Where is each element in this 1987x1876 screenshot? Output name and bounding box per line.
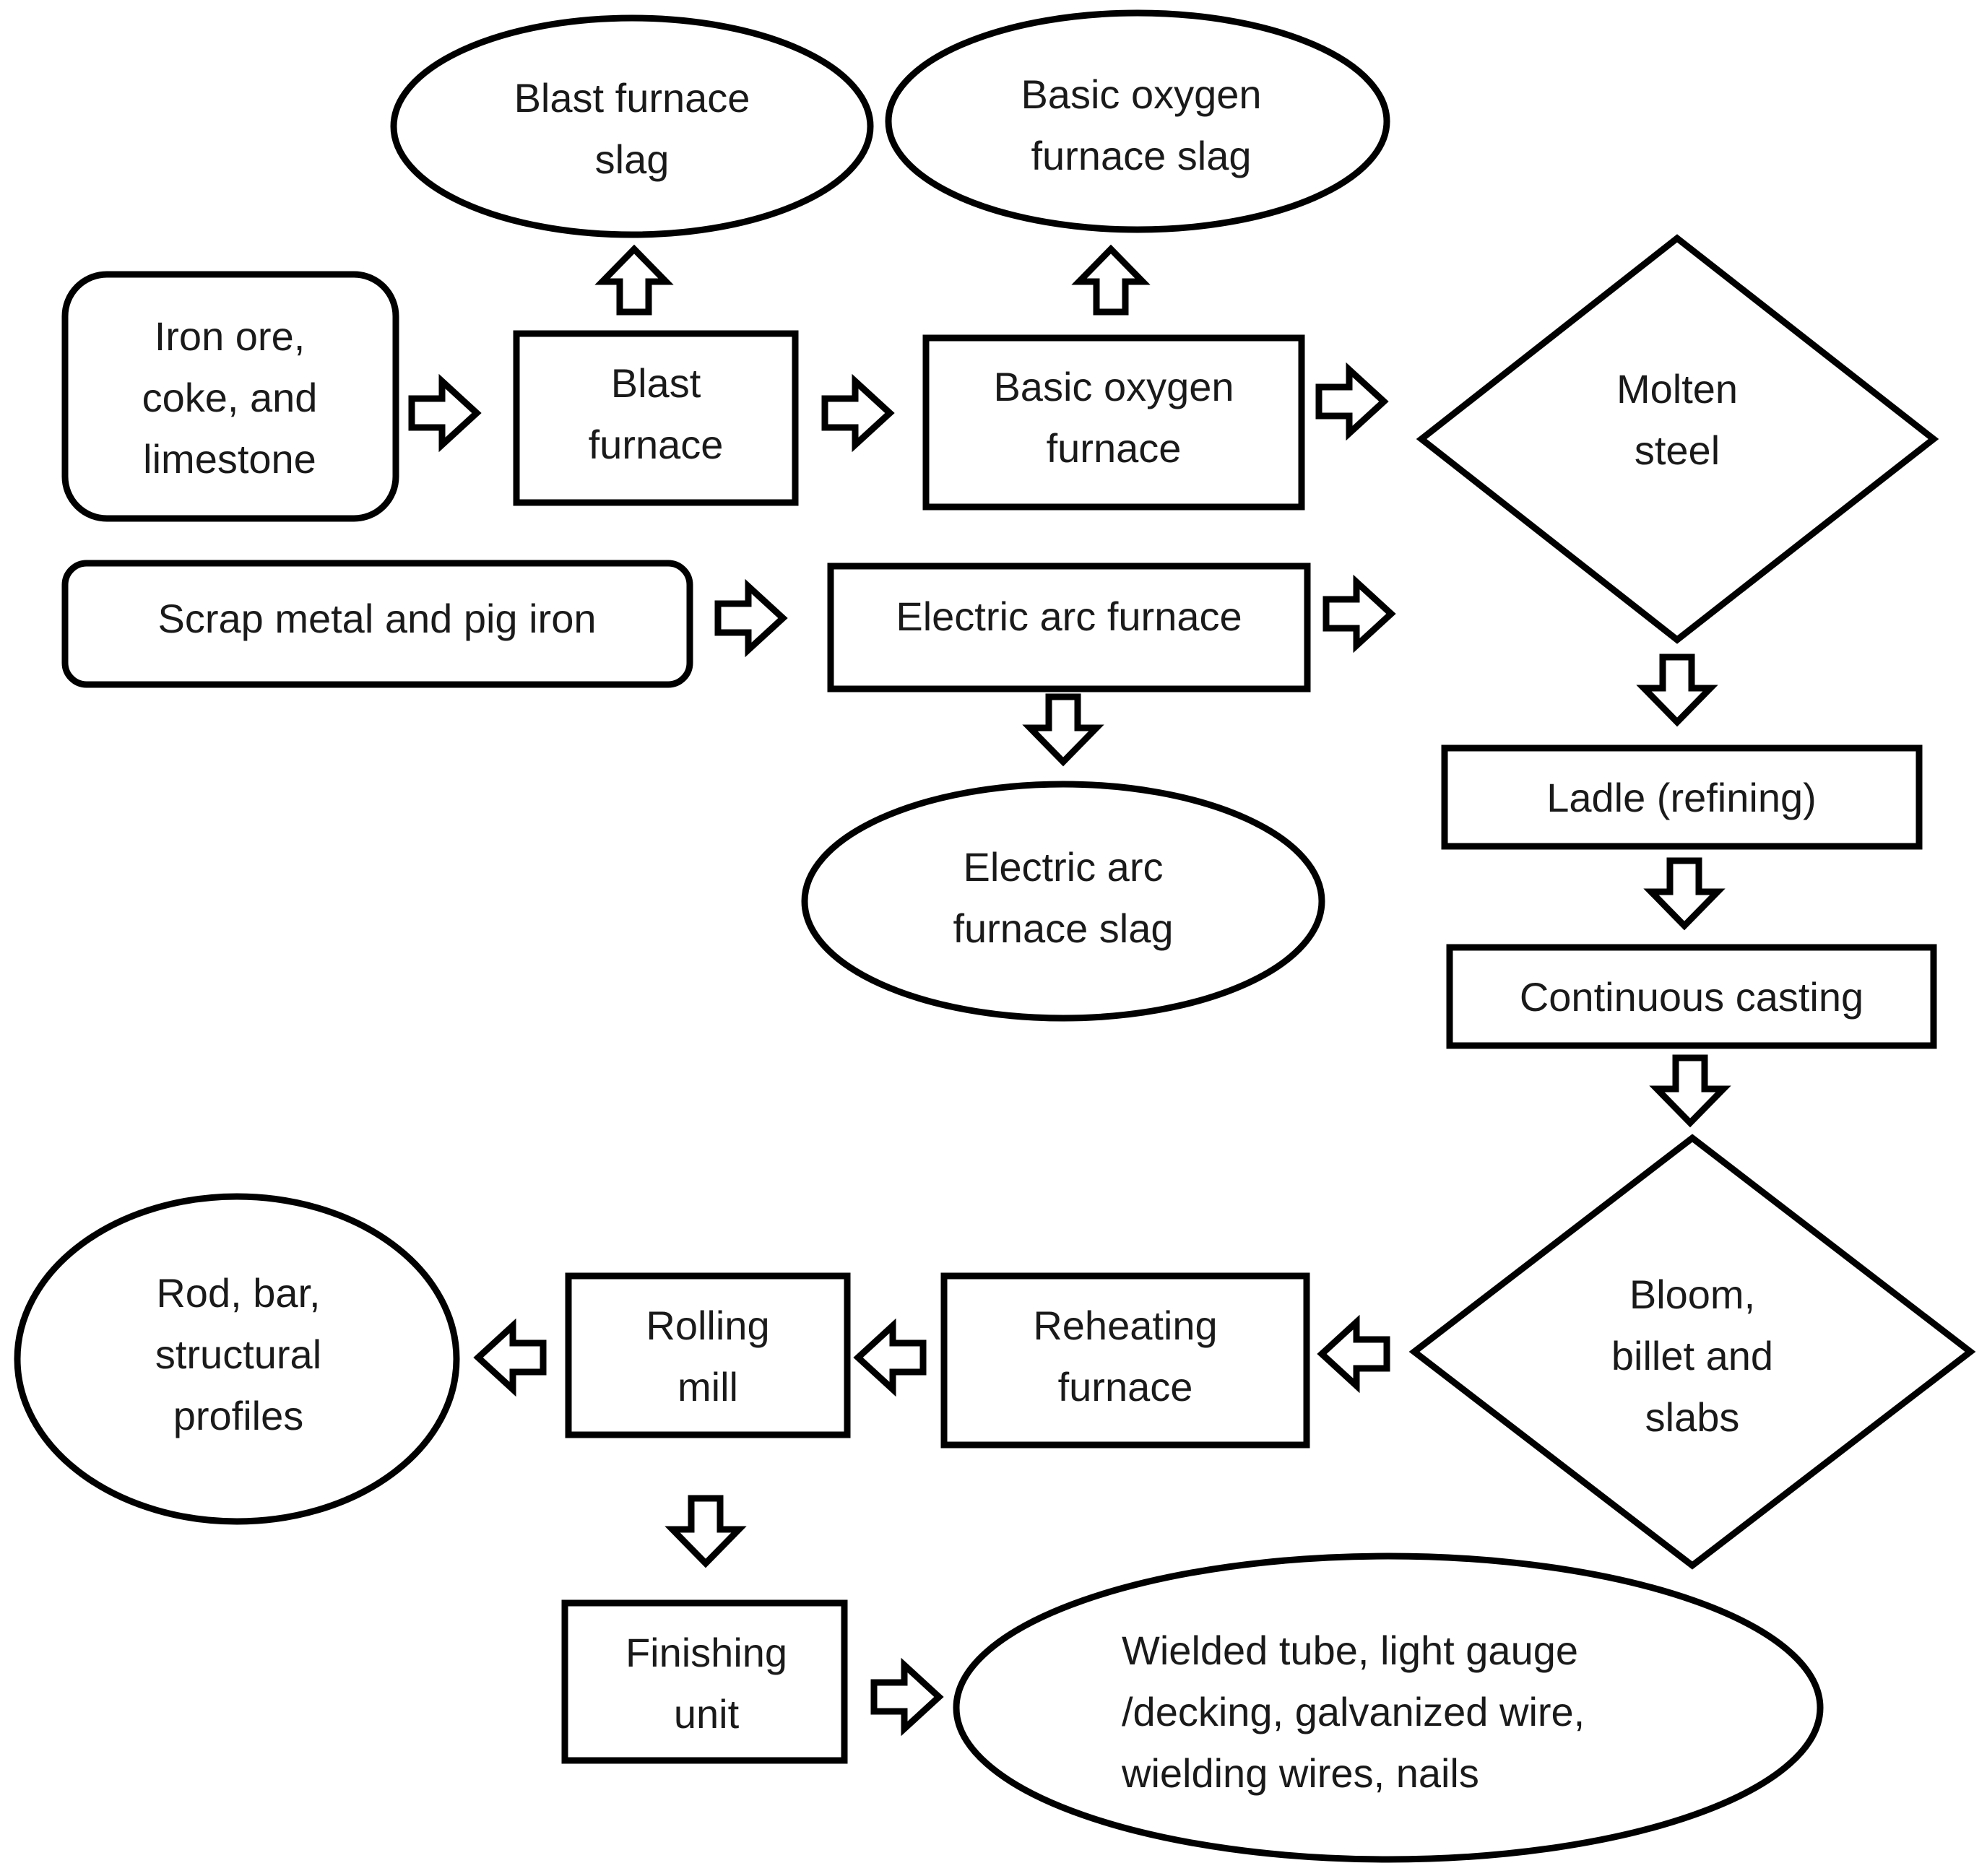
arrow-rolling-to-finishing bbox=[665, 1495, 747, 1568]
raw-materials-node bbox=[61, 271, 399, 522]
node-label-line: profiles bbox=[173, 1393, 304, 1438]
node-label-line: steel bbox=[1635, 427, 1720, 473]
node-label-line: wielding wires, nails bbox=[1121, 1750, 1479, 1796]
arrow-eaf-to-molten-steel bbox=[1322, 574, 1396, 653]
node-label-line: furnace slag bbox=[1031, 133, 1251, 178]
blast-furnace-slag-node bbox=[390, 14, 874, 238]
node-label-line: Finishing bbox=[625, 1630, 787, 1675]
node-label-line: Electric arc bbox=[964, 844, 1164, 890]
eaf-slag-label: Electric arc furnace slag bbox=[953, 844, 1173, 951]
node-label-line: mill bbox=[678, 1364, 738, 1410]
arrow-up-to-bof-slag bbox=[1071, 244, 1151, 316]
blast-furnace-node bbox=[513, 330, 799, 506]
node-label-line: Electric arc furnace bbox=[896, 594, 1242, 639]
bloom-billet-slabs-node bbox=[1408, 1134, 1976, 1570]
node-label-line: Bloom, bbox=[1629, 1272, 1755, 1317]
reheating-furnace-node bbox=[940, 1272, 1310, 1449]
molten-steel-node bbox=[1416, 234, 1939, 644]
rod-bar-profiles-label: Rod, bar, structural profiles bbox=[155, 1270, 321, 1438]
node-label-line: furnace bbox=[1047, 425, 1182, 471]
ladle-label: Ladle (refining) bbox=[1546, 775, 1817, 820]
arrow-up-to-blast-furnace-slag bbox=[594, 244, 674, 316]
reheating-furnace-label: Reheating furnace bbox=[1033, 1303, 1217, 1410]
arrow-reheating-to-rolling bbox=[853, 1318, 927, 1397]
rolling-mill-label: Rolling mill bbox=[646, 1303, 769, 1410]
basic-oxygen-furnace-node bbox=[922, 334, 1305, 511]
scrap-metal-label: Scrap metal and pig iron bbox=[157, 596, 596, 641]
node-label-line: billet and bbox=[1611, 1333, 1773, 1378]
node-label-line: Basic oxygen bbox=[1021, 71, 1261, 117]
continuous-casting-label: Continuous casting bbox=[1520, 974, 1863, 1020]
arrow-eaf-to-eaf-slag bbox=[1022, 693, 1104, 767]
node-label-line: Molten bbox=[1616, 366, 1738, 412]
blast-furnace-slag-label: Blast furnace slag bbox=[514, 75, 750, 182]
arrow-bof-to-molten-steel bbox=[1315, 362, 1389, 441]
bof-slag-node bbox=[885, 9, 1390, 233]
node-label-line: Ladle (refining) bbox=[1546, 775, 1817, 820]
electric-arc-furnace-node bbox=[827, 563, 1311, 692]
bof-slag-label: Basic oxygen furnace slag bbox=[1021, 71, 1261, 178]
ladle-node bbox=[1441, 744, 1923, 850]
node-label-line: furnace bbox=[589, 422, 724, 467]
finishing-unit-node bbox=[561, 1599, 848, 1764]
node-label-line: slag bbox=[595, 136, 670, 182]
node-label-line: Basic oxygen bbox=[993, 364, 1234, 409]
finished-products-node bbox=[953, 1553, 1824, 1863]
arrow-rolling-to-rod-bar bbox=[473, 1318, 547, 1397]
scrap-metal-node bbox=[61, 560, 693, 688]
node-label-line: /decking, galvanized wire, bbox=[1122, 1689, 1585, 1734]
finishing-unit-label: Finishing unit bbox=[625, 1630, 787, 1737]
finished-products-label: Wielded tube, light gauge /decking, galv… bbox=[1121, 1628, 1585, 1796]
node-label-line: Iron ore, bbox=[155, 313, 306, 359]
node-label-line: coke, and bbox=[142, 375, 318, 420]
node-label-line: Wielded tube, light gauge bbox=[1122, 1628, 1578, 1673]
arrow-finishing-to-products bbox=[870, 1657, 944, 1737]
node-label-line: furnace bbox=[1058, 1364, 1193, 1410]
eaf-slag-node bbox=[801, 781, 1325, 1022]
node-label-line: limestone bbox=[143, 436, 316, 482]
electric-arc-furnace-label: Electric arc furnace bbox=[896, 594, 1242, 639]
arrow-bloom-to-reheating bbox=[1317, 1314, 1390, 1394]
arrow-raw-to-blast-furnace bbox=[408, 373, 482, 453]
arrow-blast-to-bof bbox=[821, 373, 895, 453]
node-label-line: slabs bbox=[1645, 1394, 1740, 1440]
arrow-casting-to-bloom bbox=[1649, 1054, 1731, 1128]
basic-oxygen-furnace-label: Basic oxygen furnace bbox=[993, 364, 1234, 471]
arrow-scrap-to-eaf bbox=[714, 578, 788, 658]
node-label-line: structural bbox=[155, 1332, 321, 1377]
rolling-mill-node bbox=[565, 1272, 851, 1438]
arrow-ladle-to-casting bbox=[1643, 857, 1726, 931]
node-label-line: Reheating bbox=[1033, 1303, 1217, 1348]
node-label-line: Blast bbox=[611, 360, 701, 406]
raw-materials-label: Iron ore, coke, and limestone bbox=[142, 313, 318, 482]
bloom-billet-slabs-label: Bloom, billet and slabs bbox=[1611, 1272, 1773, 1440]
node-label-line: Blast furnace bbox=[514, 75, 750, 121]
molten-steel-label: Molten steel bbox=[1616, 366, 1738, 473]
node-label-line: Scrap metal and pig iron bbox=[157, 596, 596, 641]
node-label-line: Rolling bbox=[646, 1303, 769, 1348]
node-label-line: furnace slag bbox=[953, 906, 1173, 951]
node-label-line: Continuous casting bbox=[1520, 974, 1863, 1020]
node-label-line: unit bbox=[674, 1691, 740, 1737]
rod-bar-profiles-node bbox=[14, 1193, 460, 1525]
node-label-line: Rod, bar, bbox=[156, 1270, 320, 1316]
blast-furnace-label: Blast furnace bbox=[589, 360, 724, 467]
continuous-casting-node bbox=[1446, 944, 1937, 1049]
arrow-molten-steel-to-ladle bbox=[1636, 653, 1718, 727]
